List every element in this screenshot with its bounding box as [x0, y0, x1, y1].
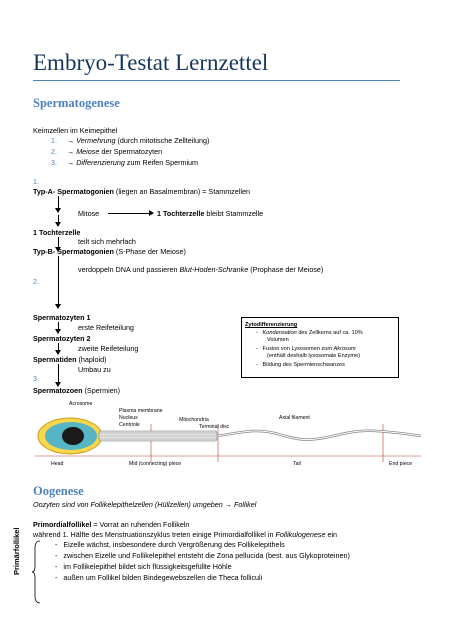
- step-2: 2. → Meiose der Spermatozyten: [51, 147, 163, 156]
- spermatozoen-line: Spermatozoen (Spermien): [33, 386, 121, 395]
- heading-oogenese: Oogenese: [33, 484, 84, 498]
- intro-text: Keimzellen im Keimepithel: [33, 126, 118, 135]
- arrow-icon: →: [224, 500, 232, 509]
- spermatiden-line: Spermatiden (haploid): [33, 355, 107, 364]
- sperm-illustration: [35, 417, 422, 462]
- flow-line: [58, 237, 59, 250]
- label-mid-piece: Mid (connecting) piece: [129, 461, 182, 467]
- flow-line: [58, 196, 59, 210]
- flow-line: [58, 364, 59, 384]
- tochter-line: 1 Tochterzelle bleibt Stammzelle: [157, 209, 264, 218]
- list-item: - Eizelle wächst, insbesondere durch Ver…: [55, 540, 285, 549]
- brace-icon: [31, 540, 41, 604]
- flow-line: [58, 343, 59, 352]
- label-tail: Tail: [293, 461, 301, 467]
- box-header: Zytodifferenzierung: [245, 322, 298, 328]
- box-item: Volumen: [267, 337, 289, 343]
- down-arrow-icon: [55, 329, 61, 334]
- flow-num-1: 1.: [33, 177, 39, 186]
- flow-num-2: 2.: [33, 277, 39, 286]
- oogenese-intro: Oozyten sind von Follikelepithelzellen (…: [33, 500, 257, 509]
- flow-line: [58, 215, 59, 224]
- down-arrow-icon: [55, 247, 61, 252]
- list-item: - im Follikelepithel bildet sich flüssig…: [55, 562, 232, 571]
- flow-line: [58, 322, 59, 331]
- waehrend-line: während 1. Hälfte des Menstruationszyklu…: [33, 530, 338, 539]
- flow-num-3: 3.: [33, 374, 39, 383]
- sperm-figure: Acrosome Plasma membrane Nucleus Centrio…: [33, 398, 423, 470]
- primaerfollikel-label: Primärfollikel: [12, 527, 21, 575]
- arrow-icon: →: [67, 147, 75, 156]
- teilt-label: teilt sich mehrfach: [78, 237, 136, 246]
- tochter2-label: 1 Tochterzelle: [33, 228, 81, 237]
- typA-line: Typ-A- Spermatogonien (liegen an Basalme…: [33, 187, 250, 196]
- box-item: - Fusion von Lysosomen zum Akrosom: [256, 346, 356, 352]
- title-rule: [33, 80, 400, 81]
- down-arrow-icon: [55, 382, 61, 387]
- label-plasma-membrane: Plasma membrane: [119, 408, 163, 414]
- heading-spermatogenese: Spermatogenese: [33, 96, 120, 110]
- down-arrow-icon: [55, 304, 61, 309]
- typB-line: Typ-B- Spermatogonien (S-Phase der Meios…: [33, 247, 186, 256]
- verdoppeln-line: verdoppeln DNA und passieren Blut-Hoden-…: [78, 265, 324, 274]
- spermatozyten2: Spermatozyten 2: [33, 334, 91, 343]
- erste-label: erste Reifeteilung: [78, 323, 134, 332]
- label-terminal-disc: Terminal disc: [199, 424, 230, 430]
- spermatozyten1: Spermatozyten 1: [33, 313, 91, 322]
- primordial-line: Primordialfollikel = Vorrat an ruhenden …: [33, 520, 190, 529]
- flow-line: [58, 256, 59, 306]
- down-arrow-icon: [55, 208, 61, 213]
- zweite-label: zweite Reifeteilung: [78, 344, 139, 353]
- flow-line: [108, 213, 150, 214]
- down-arrow-icon: [55, 350, 61, 355]
- list-item: - zwischen Eizelle und Follikelepithel e…: [55, 551, 350, 560]
- mitose-label: Mitose: [78, 209, 100, 218]
- label-head: Head: [51, 461, 64, 467]
- label-end-piece: End piece: [389, 461, 413, 467]
- box-item: - Bildung des Spermienschwanzes: [256, 362, 345, 368]
- zytodifferenzierung-box: Zytodifferenzierung - Kondensation des Z…: [241, 317, 399, 378]
- page-title: Embryo-Testat Lernzettel: [33, 50, 269, 75]
- right-arrow-icon: [149, 210, 154, 216]
- umbau-label: Umbau zu: [78, 365, 111, 374]
- arrow-icon: →: [67, 158, 75, 167]
- label-centriole: Centriole: [119, 422, 140, 428]
- label-axial-filament: Axial filament: [279, 415, 310, 421]
- box-item: - Kondensation des Zellkerns auf ca. 10%: [256, 330, 363, 336]
- box-item: (enthält deshalb lysosomale Enzyme): [267, 353, 360, 359]
- step-1: 1. → Vermehrung (durch mitotische Zellte…: [51, 136, 210, 145]
- label-acrosome: Acrosome: [69, 401, 93, 407]
- label-mitochondria: Mitochondria: [179, 417, 209, 423]
- down-arrow-icon: [55, 222, 61, 227]
- step-3: 3. → Differenzierung zum Reifen Spermium: [51, 158, 199, 167]
- list-item: - außen um Follikel bilden Bindegewebsze…: [55, 573, 263, 582]
- label-nucleus: Nucleus: [119, 415, 138, 421]
- arrow-icon: →: [67, 136, 75, 145]
